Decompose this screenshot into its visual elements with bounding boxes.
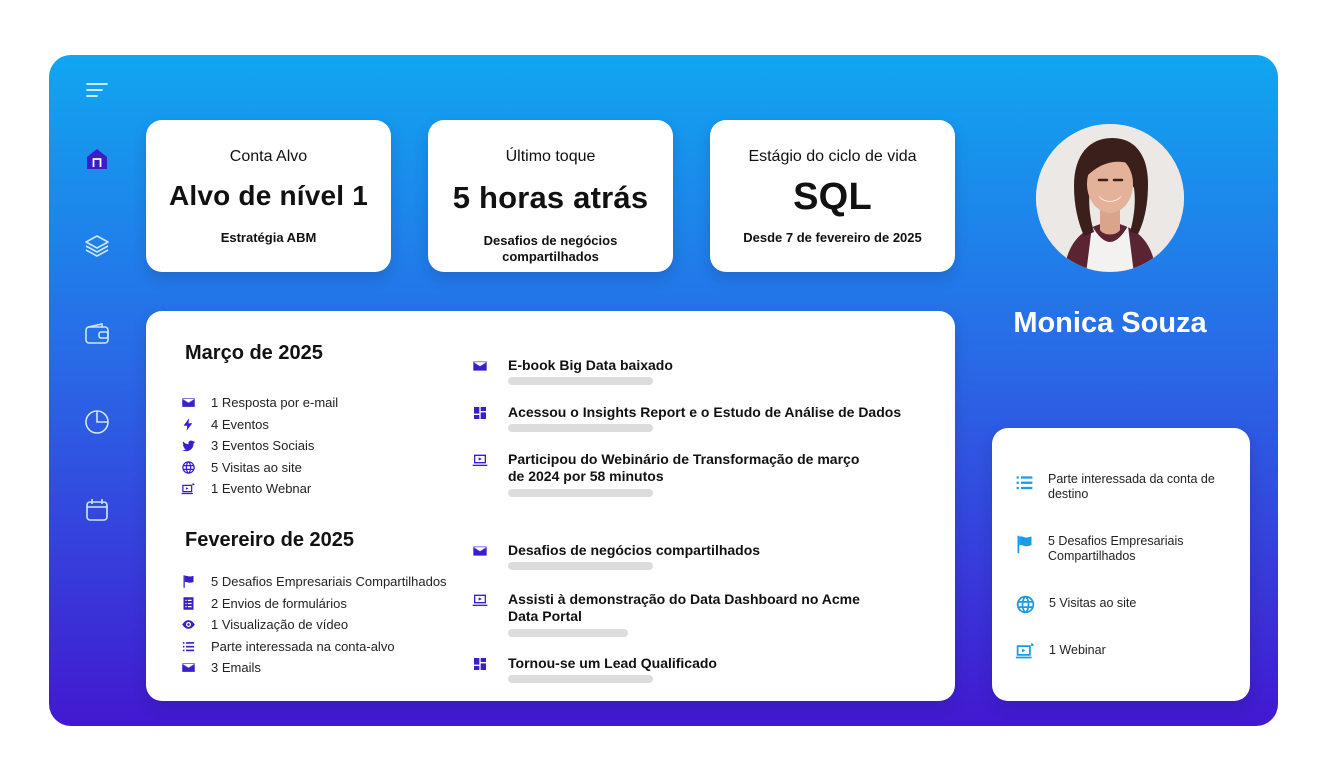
stat-value: SQL — [793, 176, 872, 218]
month-title-february: Fevereiro de 2025 — [185, 529, 354, 551]
stat-sub: Desde 7 de fevereiro de 2025 — [743, 230, 922, 245]
placeholder-bar — [508, 377, 653, 385]
list-item: 1 Resposta por e-mail — [180, 392, 338, 414]
stat-card-last-touch: Último toque 5 horas atrás Desafios de n… — [428, 120, 673, 272]
list-item: 1 Evento Webnar — [180, 478, 338, 500]
dashboard-icon — [471, 404, 489, 422]
month-title-march: Março de 2025 — [185, 342, 323, 364]
pie-chart-icon[interactable] — [83, 408, 111, 436]
list-item: 4 Eventos — [180, 414, 338, 436]
list-item: 5 Desafios Empresariais Compartilhados — [180, 571, 447, 593]
placeholder-bar — [508, 562, 653, 570]
video-icon — [471, 451, 489, 469]
flag-icon — [1014, 533, 1035, 555]
placeholder-bar — [508, 424, 653, 432]
stat-sub: Estratégia ABM — [220, 230, 317, 245]
sidebar — [49, 55, 145, 726]
profile-highlights-card: Parte interessada da conta de destino 5 … — [992, 428, 1250, 701]
stat-label: Conta Alvo — [229, 148, 308, 165]
video-icon — [471, 591, 489, 609]
highlight-item: 5 Desafios Empresariais Compartilhados — [1014, 533, 1234, 564]
layers-icon[interactable] — [83, 232, 111, 260]
flag-icon — [180, 573, 197, 590]
activity-timeline-card: Março de 2025 1 Resposta por e-mail 4 Ev… — [146, 311, 955, 701]
highlight-item: 5 Visitas ao site — [1014, 593, 1234, 615]
email-icon — [180, 659, 197, 676]
list-item: 3 Emails — [180, 657, 447, 679]
webinar-icon — [180, 480, 197, 497]
stat-card-target-account: Conta Alvo Alvo de nível 1 Estratégia AB… — [146, 120, 391, 272]
twitter-icon — [180, 437, 197, 454]
list-item: 3 Eventos Sociais — [180, 435, 338, 457]
highlight-item: 1 Webinar — [1014, 639, 1234, 661]
placeholder-bar — [508, 629, 628, 637]
globe-icon — [180, 459, 197, 476]
wallet-icon[interactable] — [83, 320, 111, 348]
globe-icon — [1014, 593, 1036, 615]
february-summary-list: 5 Desafios Empresariais Compartilhados 2… — [180, 571, 447, 679]
stat-value: 5 horas atrás — [452, 180, 649, 215]
list-item: Parte interessada na conta-alvo — [180, 636, 447, 658]
menu-icon[interactable] — [83, 77, 111, 105]
stat-label: Estágio do ciclo de vida — [748, 148, 917, 165]
calendar-icon[interactable] — [83, 496, 111, 524]
list-icon — [1014, 471, 1035, 493]
list-item: 5 Visitas ao site — [180, 457, 338, 479]
home-icon[interactable] — [83, 145, 111, 173]
dashboard-icon — [471, 655, 489, 673]
webinar-icon — [1014, 639, 1036, 661]
highlight-item: Parte interessada da conta de destino — [1014, 471, 1234, 502]
lightning-icon — [180, 416, 197, 433]
list-item: 2 Envios de formulários — [180, 593, 447, 615]
placeholder-bar — [508, 675, 653, 683]
eye-icon — [180, 616, 197, 633]
avatar — [1036, 124, 1184, 272]
list-item: 1 Visualização de vídeo — [180, 614, 447, 636]
list-icon — [180, 638, 197, 655]
stat-label: Último toque — [505, 148, 596, 165]
email-icon — [471, 542, 489, 560]
profile-name: Monica Souza — [1013, 307, 1207, 339]
email-icon — [180, 394, 197, 411]
dashboard-frame: Conta Alvo Alvo de nível 1 Estratégia AB… — [49, 55, 1278, 726]
email-icon — [471, 357, 489, 375]
placeholder-bar — [508, 489, 653, 497]
stat-sub: Desafios de negócios compartilhados — [483, 233, 618, 264]
march-summary-list: 1 Resposta por e-mail 4 Eventos 3 Evento… — [180, 392, 338, 500]
stat-value: Alvo de nível 1 — [168, 180, 369, 211]
form-icon — [180, 595, 197, 612]
stat-card-lifecycle-stage: Estágio do ciclo de vida SQL Desde 7 de … — [710, 120, 955, 272]
